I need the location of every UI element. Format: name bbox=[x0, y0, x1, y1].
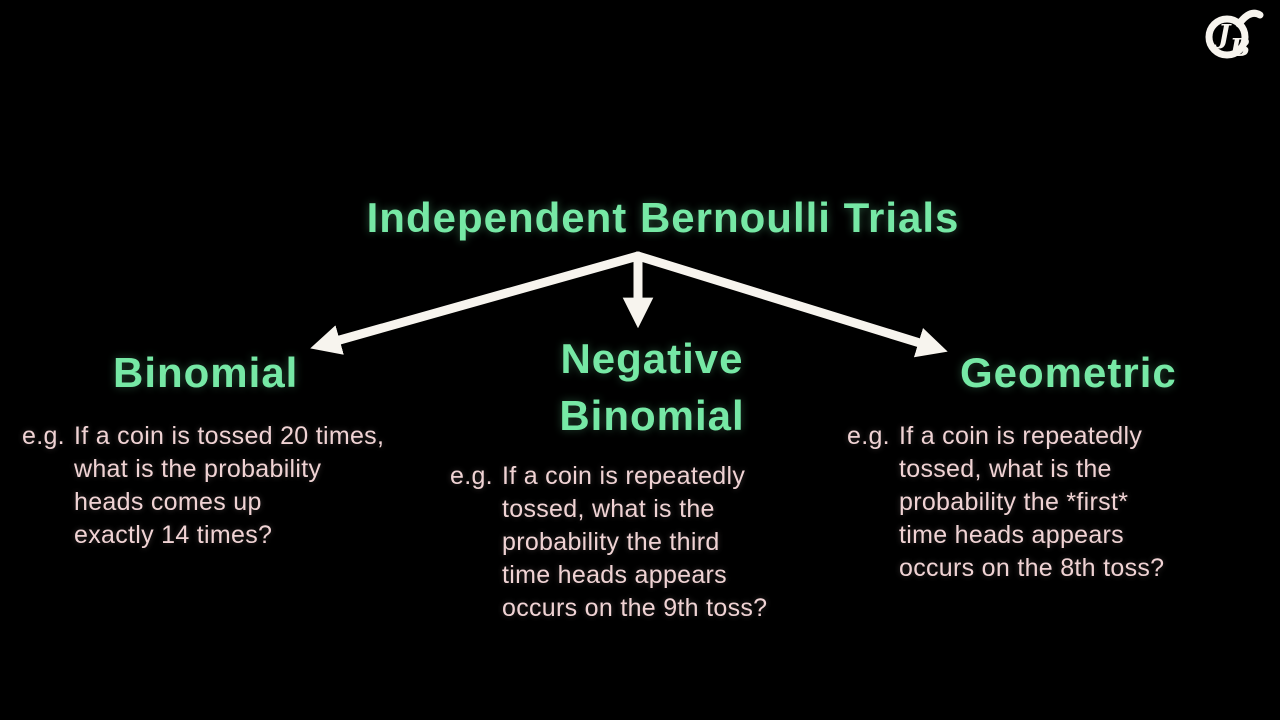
branch-heading-geometric: Geometric bbox=[960, 349, 1177, 396]
example-line: tossed, what is the bbox=[502, 495, 715, 523]
sigma-tail bbox=[1235, 9, 1264, 28]
example-line: occurs on the 9th toss? bbox=[502, 594, 768, 622]
page-title: Independent Bernoulli Trials bbox=[366, 194, 960, 241]
example-line: If a coin is repeatedly bbox=[502, 462, 746, 490]
jb-logo: J B bbox=[1198, 4, 1264, 66]
example-geometric: e.g. If a coin is repeatedly tossed, wha… bbox=[847, 420, 1164, 585]
example-line: probability the *first* bbox=[899, 488, 1129, 516]
example-line: time heads appears bbox=[502, 561, 727, 589]
sigma-icon: J B bbox=[1205, 9, 1264, 62]
example-line: time heads appears bbox=[899, 521, 1124, 549]
example-lines: If a coin is repeatedly tossed, what is … bbox=[899, 420, 1164, 585]
branch-heading-binomial: Binomial bbox=[113, 349, 299, 396]
logo-initial-j: J bbox=[1213, 20, 1232, 50]
branch-heading-negative-binomial: Negative Binomial bbox=[559, 335, 745, 439]
example-line: probability the third bbox=[502, 528, 720, 556]
eg-prefix: e.g. bbox=[450, 462, 493, 490]
example-negative-binomial: e.g. If a coin is repeatedly tossed, wha… bbox=[450, 460, 767, 625]
eg-prefix: e.g. bbox=[22, 422, 65, 450]
sigma-ring bbox=[1205, 15, 1249, 59]
example-lines: If a coin is tossed 20 times, what is th… bbox=[74, 420, 384, 552]
example-line: heads comes up bbox=[74, 488, 262, 516]
example-line: occurs on the 8th toss? bbox=[899, 554, 1165, 582]
eg-prefix: e.g. bbox=[847, 422, 890, 450]
example-line: If a coin is tossed 20 times, bbox=[74, 422, 385, 450]
example-line: what is the probability bbox=[74, 455, 322, 483]
logo-initial-b: B bbox=[1229, 33, 1250, 62]
example-line: If a coin is repeatedly bbox=[899, 422, 1143, 450]
example-lines: If a coin is repeatedly tossed, what is … bbox=[502, 460, 767, 625]
example-line: tossed, what is the bbox=[899, 455, 1112, 483]
example-line: exactly 14 times? bbox=[74, 521, 273, 549]
example-binomial: e.g. If a coin is tossed 20 times, what … bbox=[22, 420, 384, 552]
